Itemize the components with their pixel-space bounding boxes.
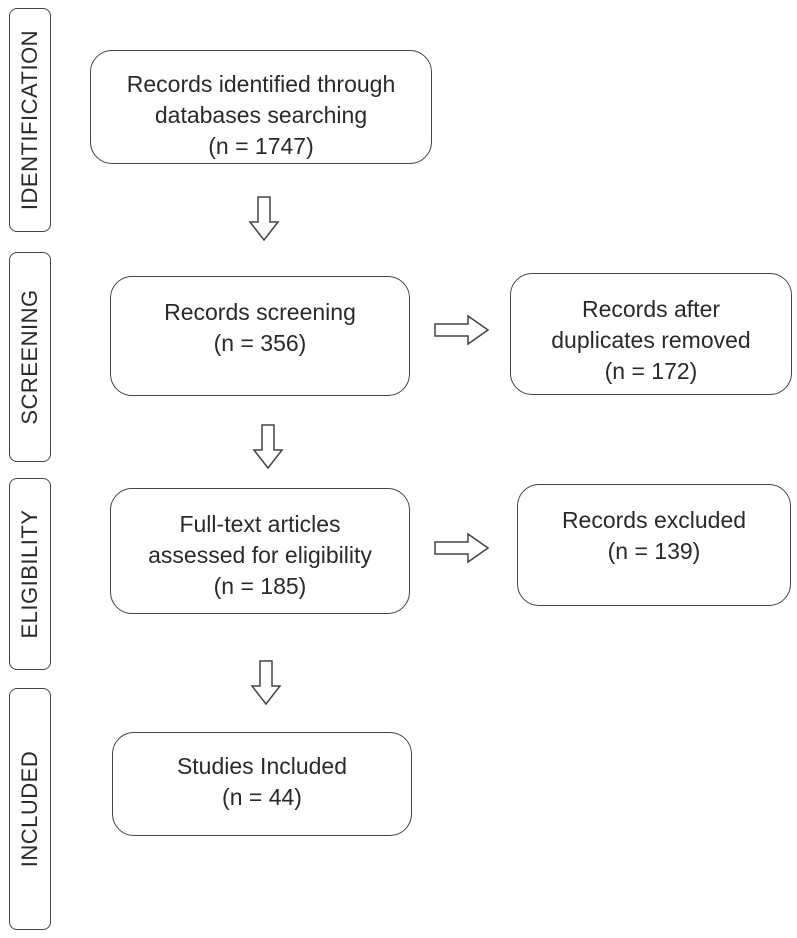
box-fulltext-assessed-line2: assessed for eligibility: [148, 542, 372, 568]
stage-eligibility: ELIGIBILITY: [9, 478, 51, 670]
stage-screening: SCREENING: [9, 252, 51, 462]
stage-identification: IDENTIFICATION: [9, 8, 51, 232]
box-records-excluded-line1: Records excluded: [561, 507, 747, 533]
box-records-identified-line3: (n = 1747): [208, 133, 314, 159]
arrow-right-fulltext-to-excluded: [434, 532, 490, 564]
box-studies-included: Studies Included (n = 44): [112, 732, 412, 836]
box-fulltext-assessed-line1: Full-text articles: [179, 511, 341, 537]
arrow-down-eligibility-to-included: [250, 660, 282, 706]
box-records-screening-line2: (n = 356): [213, 330, 307, 356]
arrow-right-screening-to-duplicates: [434, 314, 490, 346]
arrow-right-shape: [434, 314, 490, 346]
box-records-excluded: Records excluded (n = 139): [517, 484, 791, 606]
box-fulltext-assessed-line3: (n = 185): [213, 573, 307, 599]
box-records-identified-line2: databases searching: [154, 102, 368, 128]
box-records-screening: Records screening (n = 356): [110, 276, 410, 396]
box-duplicates-removed-line3: (n = 172): [604, 358, 698, 384]
arrow-down-shape: [252, 424, 284, 470]
box-records-excluded-line2: (n = 139): [607, 538, 701, 564]
box-duplicates-removed-line1: Records after: [581, 296, 721, 322]
stage-identification-label: IDENTIFICATION: [17, 29, 42, 211]
box-records-identified-line1: Records identified through: [126, 71, 396, 97]
box-duplicates-removed: Records after duplicates removed (n = 17…: [510, 273, 792, 395]
stage-included-label: INCLUDED: [17, 750, 42, 868]
stage-included: INCLUDED: [9, 688, 51, 930]
box-studies-included-line1: Studies Included: [176, 753, 348, 779]
box-duplicates-removed-line2: duplicates removed: [551, 327, 751, 353]
arrow-down-shape: [250, 660, 282, 706]
stage-eligibility-label: ELIGIBILITY: [17, 509, 42, 639]
box-records-screening-line1: Records screening: [164, 299, 356, 325]
box-studies-included-line2: (n = 44): [222, 784, 302, 810]
arrow-down-shape: [248, 196, 280, 242]
box-fulltext-assessed: Full-text articles assessed for eligibil…: [110, 488, 410, 614]
box-records-identified: Records identified through databases sea…: [90, 50, 432, 164]
arrow-down-identification-to-screening: [248, 196, 280, 242]
arrow-right-shape: [434, 532, 490, 564]
arrow-down-screening-to-eligibility: [252, 424, 284, 470]
stage-screening-label: SCREENING: [17, 289, 42, 425]
